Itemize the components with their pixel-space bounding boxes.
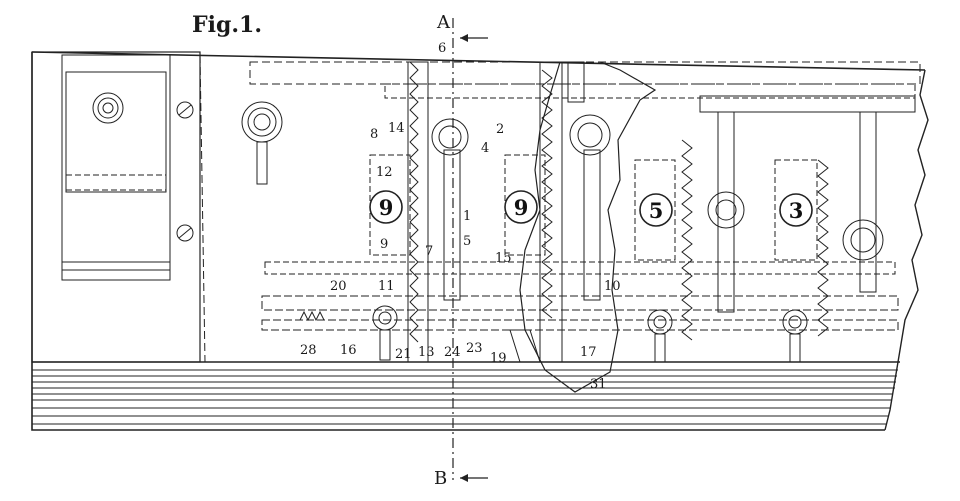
ref-label: 15 [495,251,512,266]
counter-columns [369,61,884,393]
digit-4: 3 [789,198,804,223]
ref-label: 10 [604,279,621,294]
ref-label: 17 [580,345,597,360]
ref-label: 5 [463,234,471,249]
digit-wheel-3: 5 [639,193,673,227]
reference-numerals: 6 14 8 12 9 4 2 1 5 7 11 15 20 28 16 21 … [300,41,621,392]
ref-label: 12 [376,165,393,180]
ref-label: 8 [370,127,378,142]
ref-label: 23 [466,341,483,356]
ref-label: 1 [463,209,471,224]
lower-mechanism [261,261,899,363]
ref-label: 28 [300,343,317,358]
ref-label: 16 [340,343,357,358]
top-gear-train [249,61,921,113]
left-housing [31,51,283,363]
ref-label: 9 [380,237,388,252]
machine-frame [31,51,929,431]
digit-2: 9 [514,195,529,220]
ref-label: 13 [418,345,435,360]
ref-label: 11 [378,279,395,294]
ref-label: 6 [438,41,446,56]
digit-1: 9 [379,195,394,220]
digit-3: 5 [649,198,664,223]
ref-label: 4 [481,141,489,156]
ref-label: 7 [425,244,433,259]
ref-label: 19 [490,351,507,366]
ref-label: 24 [444,345,461,360]
digit-wheel-2: 9 [504,190,538,224]
digit-wheel-4: 3 [779,193,813,227]
ref-label: 21 [395,347,412,362]
section-label-a: A [436,12,451,33]
digit-display: 9 9 5 3 [369,190,813,227]
section-line-a-b: A B [434,12,488,489]
base-plate [32,361,900,425]
ref-label: 31 [590,377,607,392]
ref-label: 14 [388,121,405,136]
ref-label: 2 [496,122,504,137]
figure-title: Fig.1. [192,12,262,38]
section-label-b: B [434,468,447,489]
ref-label: 20 [330,279,347,294]
digit-wheel-1: 9 [369,190,403,224]
